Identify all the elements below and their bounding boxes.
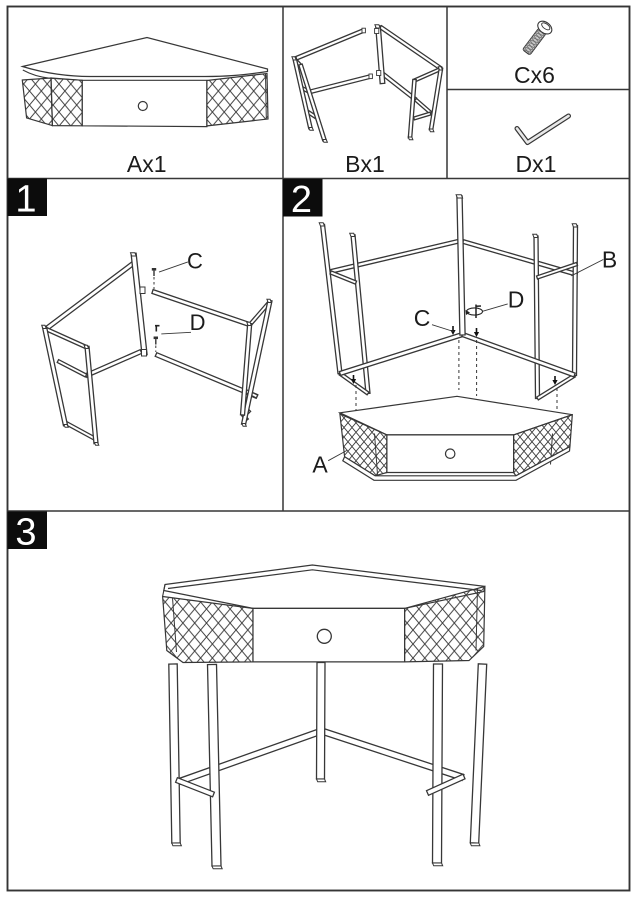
svg-text:Ax1: Ax1 [127, 151, 167, 177]
svg-text:A: A [312, 452, 328, 478]
svg-text:Dx1: Dx1 [516, 151, 557, 177]
svg-text:3: 3 [15, 512, 36, 554]
svg-text:1: 1 [15, 179, 36, 221]
svg-text:B: B [602, 247, 617, 273]
svg-text:C: C [414, 305, 431, 331]
svg-text:C: C [187, 249, 203, 274]
svg-text:D: D [508, 287, 525, 313]
svg-text:Cx6: Cx6 [514, 62, 555, 88]
svg-text:D: D [190, 310, 206, 335]
svg-text:2: 2 [291, 179, 312, 221]
svg-text:Bx1: Bx1 [345, 151, 385, 177]
